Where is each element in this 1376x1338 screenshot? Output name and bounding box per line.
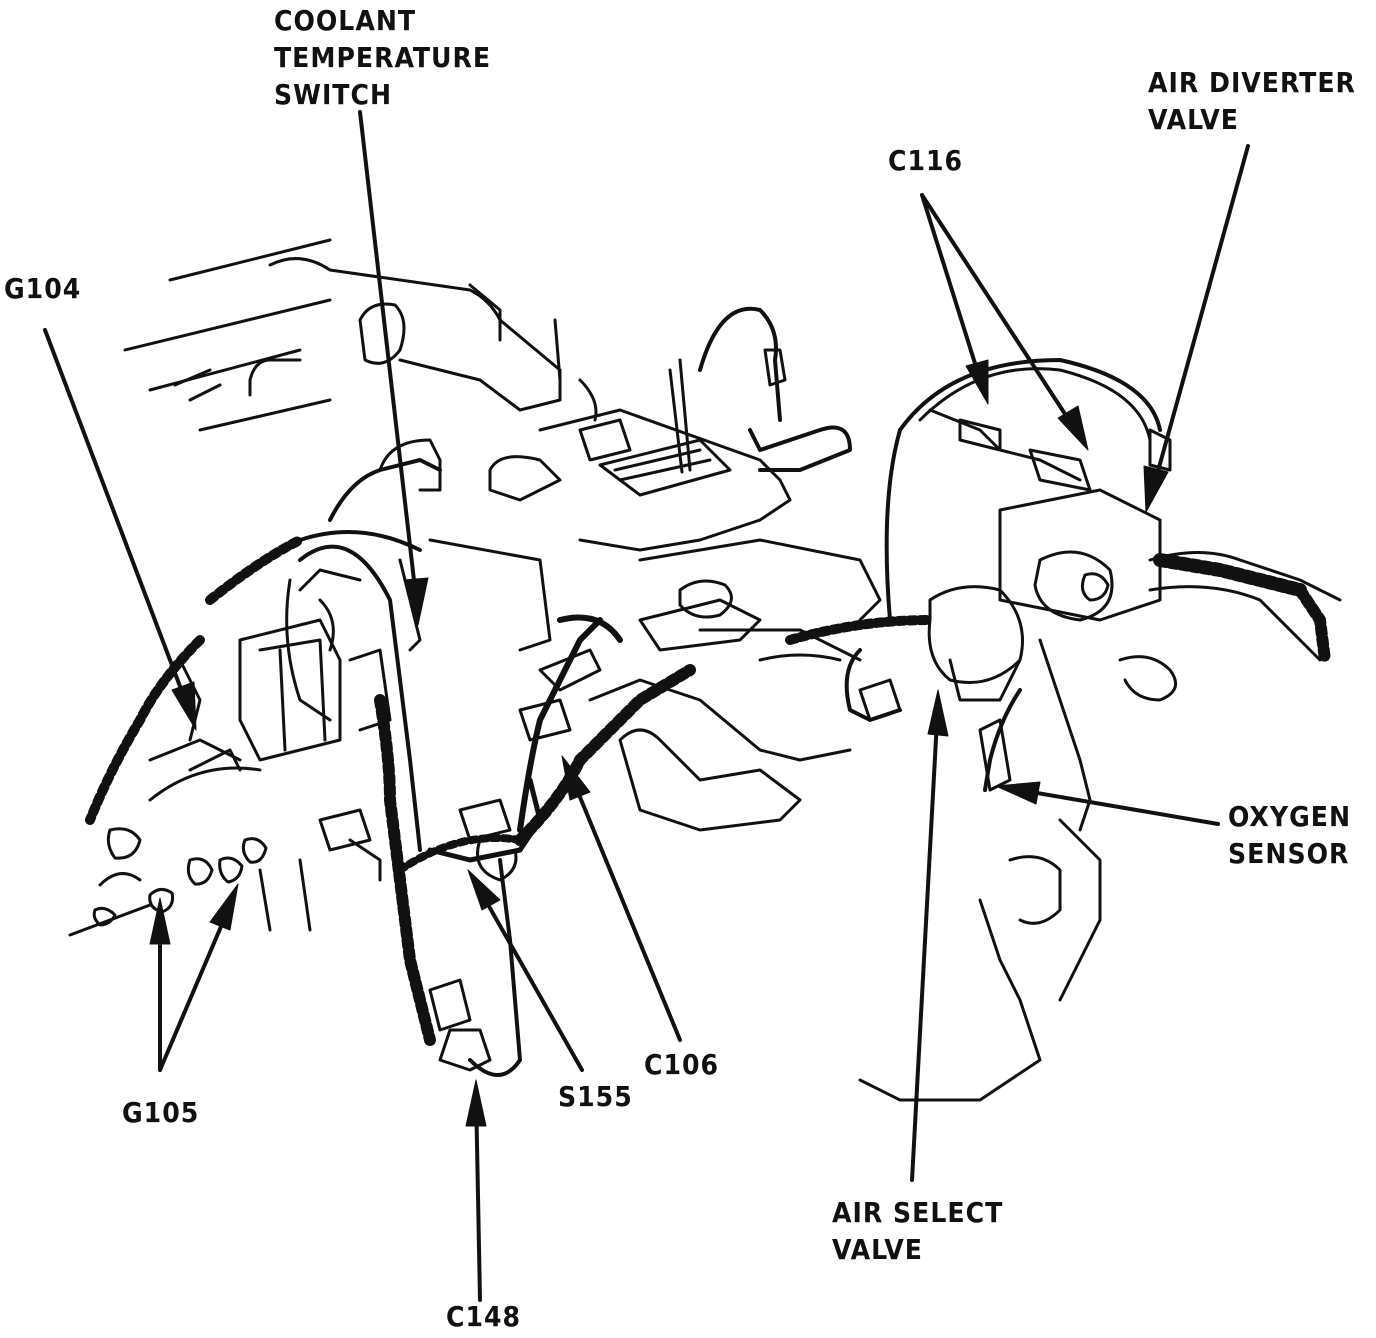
label-air-select-line-1: AIR SELECT (832, 1196, 1004, 1229)
arrowhead-oxygen-sensor (995, 781, 1041, 805)
arrow-c148 (474, 1090, 482, 1302)
label-g105: G105 (122, 1096, 200, 1129)
arrowhead-c148 (465, 1079, 487, 1127)
label-c106: C106 (644, 1048, 720, 1081)
arrow-s155 (472, 878, 584, 1072)
arrowhead-c116-a (965, 359, 989, 405)
engine-bay-outline (68, 238, 1342, 1102)
arrow-air-diverter (1148, 144, 1250, 502)
arrowhead-c116-b (1057, 405, 1089, 451)
label-air-select-line-2: VALVE (832, 1233, 923, 1266)
label-air-diverter-line-2: VALVE (1148, 103, 1239, 136)
label-c148: C148 (446, 1300, 522, 1333)
label-coolant-temperature-switch: COOLANT TEMPERATURE SWITCH (274, 2, 491, 113)
label-c116: C116 (888, 144, 964, 177)
label-coolant-line-1: COOLANT (274, 4, 417, 37)
arrowhead-g105-a (149, 897, 171, 945)
arrow-air-select (910, 700, 940, 1182)
label-air-diverter-line-1: AIR DIVERTER (1148, 66, 1356, 99)
label-g104: G104 (4, 272, 82, 305)
arrow-c116-a (920, 193, 986, 394)
arrowhead-s155 (467, 869, 501, 911)
label-coolant-line-3: SWITCH (274, 78, 393, 111)
arrowhead-air-select (927, 689, 949, 737)
label-air-diverter-valve: AIR DIVERTER VALVE (1148, 64, 1356, 138)
label-oxygen-sensor: OXYGEN SENSOR (1228, 798, 1351, 872)
arrowhead-g105-b (209, 883, 239, 931)
arrow-oxygen-sensor (1006, 786, 1220, 826)
arrowhead-coolant-switch (403, 577, 429, 626)
arrowhead-g104 (171, 681, 197, 731)
arrowhead-c106 (561, 755, 591, 801)
label-coolant-line-2: TEMPERATURE (274, 41, 492, 74)
callout-arrows (43, 110, 1250, 1302)
arrow-c106 (566, 766, 682, 1042)
label-oxygen-line-2: SENSOR (1228, 837, 1350, 870)
arrowhead-air-diverter (1143, 465, 1169, 513)
label-air-select-valve: AIR SELECT VALVE (832, 1194, 1003, 1268)
arrow-c116-b (920, 193, 1084, 442)
label-oxygen-line-1: OXYGEN (1228, 800, 1352, 833)
arrow-g104 (43, 328, 194, 720)
arrow-coolant-switch (358, 110, 420, 617)
label-s155: S155 (558, 1080, 633, 1113)
